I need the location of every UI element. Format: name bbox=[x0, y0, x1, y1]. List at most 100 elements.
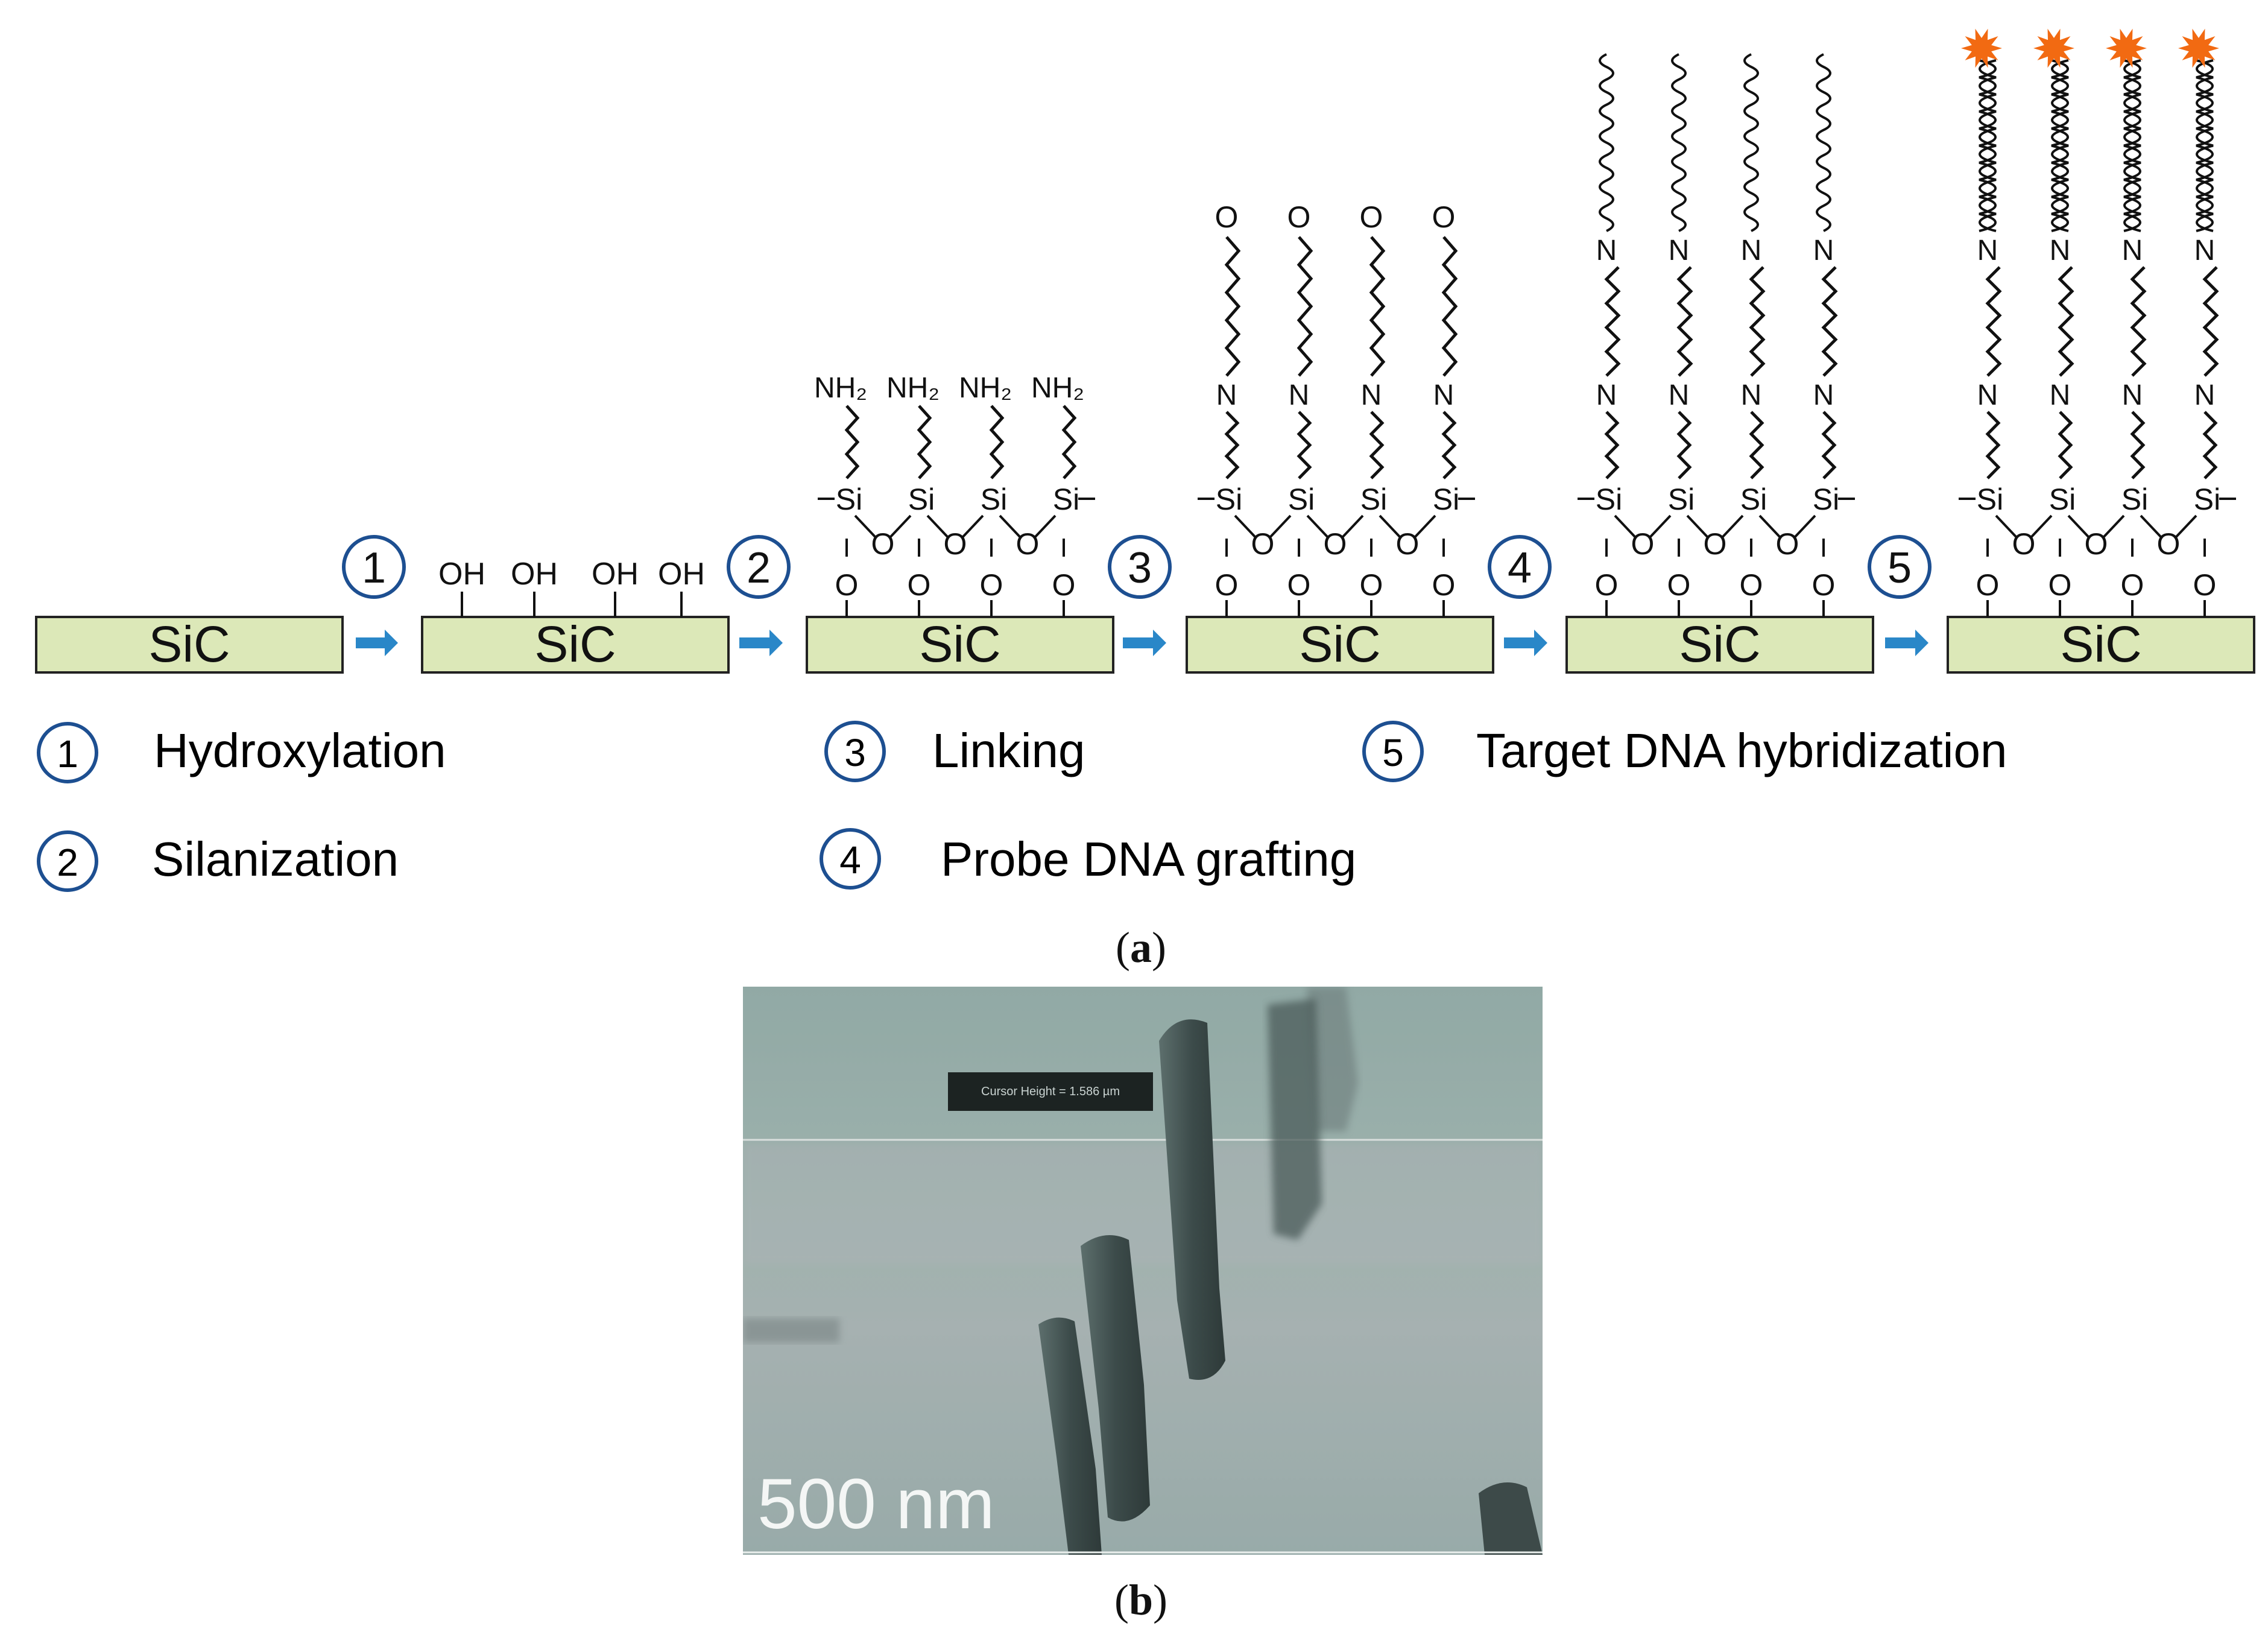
legend-text-probe-dna-grafting: Probe DNA grafting bbox=[941, 832, 1356, 886]
si-o-bridge bbox=[1341, 514, 1364, 539]
bridge-oxygen: O bbox=[1631, 527, 1655, 561]
silicon-atom: Si bbox=[2194, 482, 2220, 516]
scale-bar-label: 500 nm bbox=[757, 1464, 995, 1544]
sic-substrate bbox=[1947, 616, 2255, 674]
silicon-atom: Si bbox=[1596, 482, 1622, 516]
si-o-bridge bbox=[1414, 514, 1436, 539]
step-marker-5: 5 bbox=[1868, 535, 1932, 656]
oxygen-atom: O bbox=[1595, 568, 1619, 602]
silane-chain bbox=[844, 405, 860, 479]
hybridized-dna-duplex-strand-b bbox=[1979, 59, 1997, 232]
si-o-bridge bbox=[1721, 514, 1744, 539]
oxygen-atom: O bbox=[2048, 568, 2072, 602]
oxygen-atom: O bbox=[908, 568, 931, 602]
si-o-bridge bbox=[854, 514, 877, 539]
linker-chain bbox=[1749, 266, 1766, 377]
step-marker-1: 1 bbox=[342, 535, 406, 656]
caption-a-letter: a bbox=[1130, 923, 1152, 972]
oxygen-atom: O bbox=[1812, 568, 1836, 602]
nitrogen-atom: N bbox=[2050, 379, 2071, 411]
probe-dna-strand bbox=[1743, 53, 1759, 232]
step-marker-2: 2 bbox=[727, 535, 791, 656]
linker-chain bbox=[1369, 236, 1386, 377]
substrate-label: SiC bbox=[148, 616, 230, 672]
process-arrow-5 bbox=[1885, 630, 1928, 656]
silane-chain bbox=[1676, 411, 1692, 479]
step-circle-3 bbox=[1108, 535, 1172, 599]
oxygen-atom: O bbox=[1976, 568, 2000, 602]
silane-chain bbox=[1821, 411, 1837, 479]
legend-item-4: 4 Probe DNA grafting bbox=[820, 828, 1356, 890]
si-o-bridge bbox=[1269, 514, 1292, 539]
si-o-bridge bbox=[926, 514, 949, 539]
silicon-atom: Si bbox=[1740, 482, 1767, 516]
nitrogen-atom: N bbox=[1669, 379, 1690, 411]
nitrogen-atom: N bbox=[1289, 379, 1310, 411]
sic-substrate bbox=[806, 616, 1114, 674]
probe-dna-strand bbox=[1671, 53, 1687, 232]
si-o-bridge bbox=[961, 514, 984, 539]
bridge-oxygen: O bbox=[1396, 527, 1420, 561]
silane-chain bbox=[1224, 411, 1240, 479]
sic-substrate bbox=[421, 616, 730, 674]
bridge-oxygen: O bbox=[2012, 527, 2036, 561]
linker-chain bbox=[2202, 266, 2219, 377]
si-o-bridge bbox=[1379, 514, 1401, 539]
hybridized-dna-duplex-strand-a bbox=[2196, 59, 2214, 232]
legend-text-hydroxylation: Hydroxylation bbox=[154, 724, 446, 777]
step-marker-3: 3 bbox=[1108, 535, 1172, 656]
oh-group: OH bbox=[592, 557, 639, 592]
step-circle-2 bbox=[727, 535, 791, 599]
linker-chain bbox=[1441, 236, 1458, 377]
step-number-2: 2 bbox=[747, 544, 771, 592]
substrate-label: SiC bbox=[2060, 616, 2141, 672]
legend-item-3: 3 Linking bbox=[824, 721, 1085, 782]
legend-num-5: 5 bbox=[1382, 731, 1404, 774]
caption-b: (b) bbox=[1114, 1576, 1167, 1624]
silane-chain bbox=[1297, 411, 1312, 479]
nitrogen-atom: N bbox=[2122, 379, 2143, 411]
probe-nitrogen: N bbox=[1977, 235, 1998, 267]
nitrogen-atom: N bbox=[2194, 379, 2216, 411]
bridge-oxygen: O bbox=[1016, 527, 1040, 561]
silicon-atom: Si bbox=[981, 482, 1007, 516]
hybridized-dna-duplex-strand-a bbox=[2123, 59, 2141, 232]
silicon-atom: Si bbox=[1053, 482, 1079, 516]
sic-substrate bbox=[35, 616, 344, 674]
si-o-bridge bbox=[2140, 514, 2162, 539]
hybridized-dna-duplex-strand-b bbox=[2123, 59, 2141, 232]
fluorophore-star bbox=[2033, 28, 2074, 68]
aldehyde-oxygen: O bbox=[1360, 200, 1383, 234]
oxygen-atom: O bbox=[2193, 568, 2217, 602]
bridge-oxygen: O bbox=[1251, 527, 1275, 561]
si-o-bridge bbox=[889, 514, 912, 539]
process-arrow-4 bbox=[1504, 630, 1547, 656]
silicon-atom: Si bbox=[2121, 482, 2148, 516]
oh-group: OH bbox=[658, 557, 705, 592]
process-arrow-2 bbox=[739, 630, 783, 656]
oxygen-atom: O bbox=[1287, 568, 1311, 602]
legend-item-5: 5 Target DNA hybridization bbox=[1362, 721, 2007, 782]
probe-nitrogen: N bbox=[1669, 235, 1690, 267]
silicon-atom: Si bbox=[1813, 482, 1839, 516]
step-number-4: 4 bbox=[1508, 544, 1532, 592]
oxygen-atom: O bbox=[1052, 568, 1076, 602]
linker-chain bbox=[1985, 266, 2002, 377]
substrate-label: SiC bbox=[919, 616, 1000, 672]
oxygen-atom: O bbox=[2121, 568, 2144, 602]
silane-chain bbox=[1749, 411, 1764, 479]
oxygen-atom: O bbox=[835, 568, 859, 602]
fluorophore-star bbox=[2178, 28, 2219, 68]
substrate-label: SiC bbox=[1679, 616, 1760, 672]
si-o-bridge bbox=[1649, 514, 1672, 539]
legend-text-linking: Linking bbox=[932, 724, 1085, 777]
bridge-oxygen: O bbox=[1776, 527, 1799, 561]
linker-chain bbox=[1821, 266, 1838, 377]
legend-num-2: 2 bbox=[57, 841, 78, 884]
nitrogen-atom: N bbox=[1741, 379, 1762, 411]
oxygen-atom: O bbox=[1432, 568, 1456, 602]
process-arrow-1 bbox=[356, 630, 398, 656]
hybridized-dna-duplex-strand-b bbox=[2051, 59, 2069, 232]
silicon-atom: Si bbox=[1977, 482, 2003, 516]
linker-chain bbox=[1297, 236, 1313, 377]
